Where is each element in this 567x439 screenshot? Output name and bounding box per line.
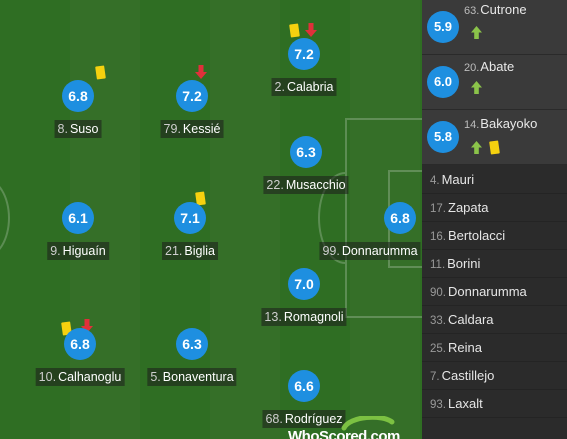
sub-player-cutrone[interactable]: 5.9 63.Cutrone — [422, 0, 567, 55]
player-rating: 7.1 — [174, 202, 206, 234]
bench-player[interactable]: 16.Bertolacci — [422, 222, 567, 250]
player-higuain[interactable]: 6.1 9.Higuaín — [18, 184, 138, 264]
player-label: 79.Kessié — [160, 120, 224, 138]
pitch: 6.8 8.Suso 7.2 79.Kessié 7.2 2.Calabria … — [0, 0, 422, 439]
player-donnarumma[interactable]: 6.8 99.Donnarumma — [319, 184, 422, 264]
centre-circle — [0, 178, 10, 258]
whoscored-logo: WhoScored.com — [284, 416, 422, 439]
bench-player[interactable]: 33.Caldara — [422, 306, 567, 334]
player-musacchio[interactable]: 6.3 22.Musacchio — [246, 118, 366, 198]
player-rating: 5.8 — [427, 121, 459, 153]
player-romagnoli[interactable]: 7.0 13.Romagnoli — [244, 250, 364, 330]
player-bonaventura[interactable]: 6.3 5.Bonaventura — [132, 310, 252, 390]
player-rating: 5.9 — [427, 11, 459, 43]
bench-player[interactable]: 90.Donnarumma — [422, 278, 567, 306]
logo-swoosh-icon — [341, 416, 395, 431]
player-label: 22.Musacchio — [263, 176, 349, 194]
player-label: 2.Calabria — [271, 78, 337, 96]
sub-off-arrow-icon — [195, 65, 207, 79]
player-suso[interactable]: 6.8 8.Suso — [18, 62, 138, 142]
sub-on-arrow-icon — [471, 81, 482, 94]
bench-player[interactable]: 7.Castillejo — [422, 362, 567, 390]
player-rating: 7.2 — [176, 80, 208, 112]
player-label: 10.Calhanoglu — [35, 368, 125, 386]
player-rating: 6.1 — [62, 202, 94, 234]
player-label: 5.Bonaventura — [147, 368, 237, 386]
logo-text: WhoScored.com — [288, 428, 400, 439]
sub-player-abate[interactable]: 6.0 20.Abate — [422, 55, 567, 110]
penalty-area — [345, 118, 422, 318]
sub-on-arrow-icon — [471, 141, 482, 154]
bench-player[interactable]: 17.Zapata — [422, 194, 567, 222]
yellow-card-icon — [289, 23, 300, 38]
player-calabria[interactable]: 7.2 2.Calabria — [244, 20, 364, 100]
player-label: 14.Bakayoko — [464, 116, 538, 131]
player-rating: 6.6 — [288, 370, 320, 402]
player-rating: 6.8 — [384, 202, 416, 234]
player-rating: 7.0 — [288, 268, 320, 300]
player-rating: 6.3 — [290, 136, 322, 168]
bench-player[interactable]: 4.Mauri — [422, 166, 567, 194]
player-kessie[interactable]: 7.2 79.Kessié — [132, 62, 252, 142]
player-icons — [470, 25, 483, 43]
player-label: 63.Cutrone — [464, 2, 527, 17]
sub-player-bakayoko[interactable]: 5.8 14.Bakayoko — [422, 110, 567, 165]
player-rating: 6.0 — [427, 66, 459, 98]
player-label: 9.Higuaín — [47, 242, 109, 260]
player-rating: 6.8 — [62, 80, 94, 112]
bench-player[interactable]: 93.Laxalt — [422, 390, 567, 418]
player-label: 99.Donnarumma — [319, 242, 421, 260]
player-rating: 6.3 — [176, 328, 208, 360]
bench-player[interactable]: 11.Borini — [422, 250, 567, 278]
yellow-card-icon — [95, 65, 106, 80]
yellow-card-icon — [489, 140, 500, 155]
player-label: 68.Rodríguez — [262, 410, 346, 428]
player-icons — [470, 140, 500, 158]
player-calhanoglu[interactable]: 6.8 10.Calhanoglu — [20, 310, 140, 390]
sub-off-arrow-icon — [305, 23, 317, 37]
player-biglia[interactable]: 7.1 21.Biglia — [130, 184, 250, 264]
player-label: 21.Biglia — [162, 242, 218, 260]
player-label: 20.Abate — [464, 59, 515, 74]
bench-player[interactable]: 25.Reina — [422, 334, 567, 362]
substitutes-panel: 5.9 63.Cutrone 6.0 20.Abate 5.8 14.Bakay… — [422, 0, 567, 439]
player-rating: 6.8 — [64, 328, 96, 360]
player-rodriguez[interactable]: 6.6 68.Rodríguez — [244, 352, 364, 432]
player-label: 13.Romagnoli — [261, 308, 347, 326]
player-icons — [470, 80, 483, 98]
sub-on-arrow-icon — [471, 26, 482, 39]
player-label: 8.Suso — [54, 120, 102, 138]
player-rating: 7.2 — [288, 38, 320, 70]
